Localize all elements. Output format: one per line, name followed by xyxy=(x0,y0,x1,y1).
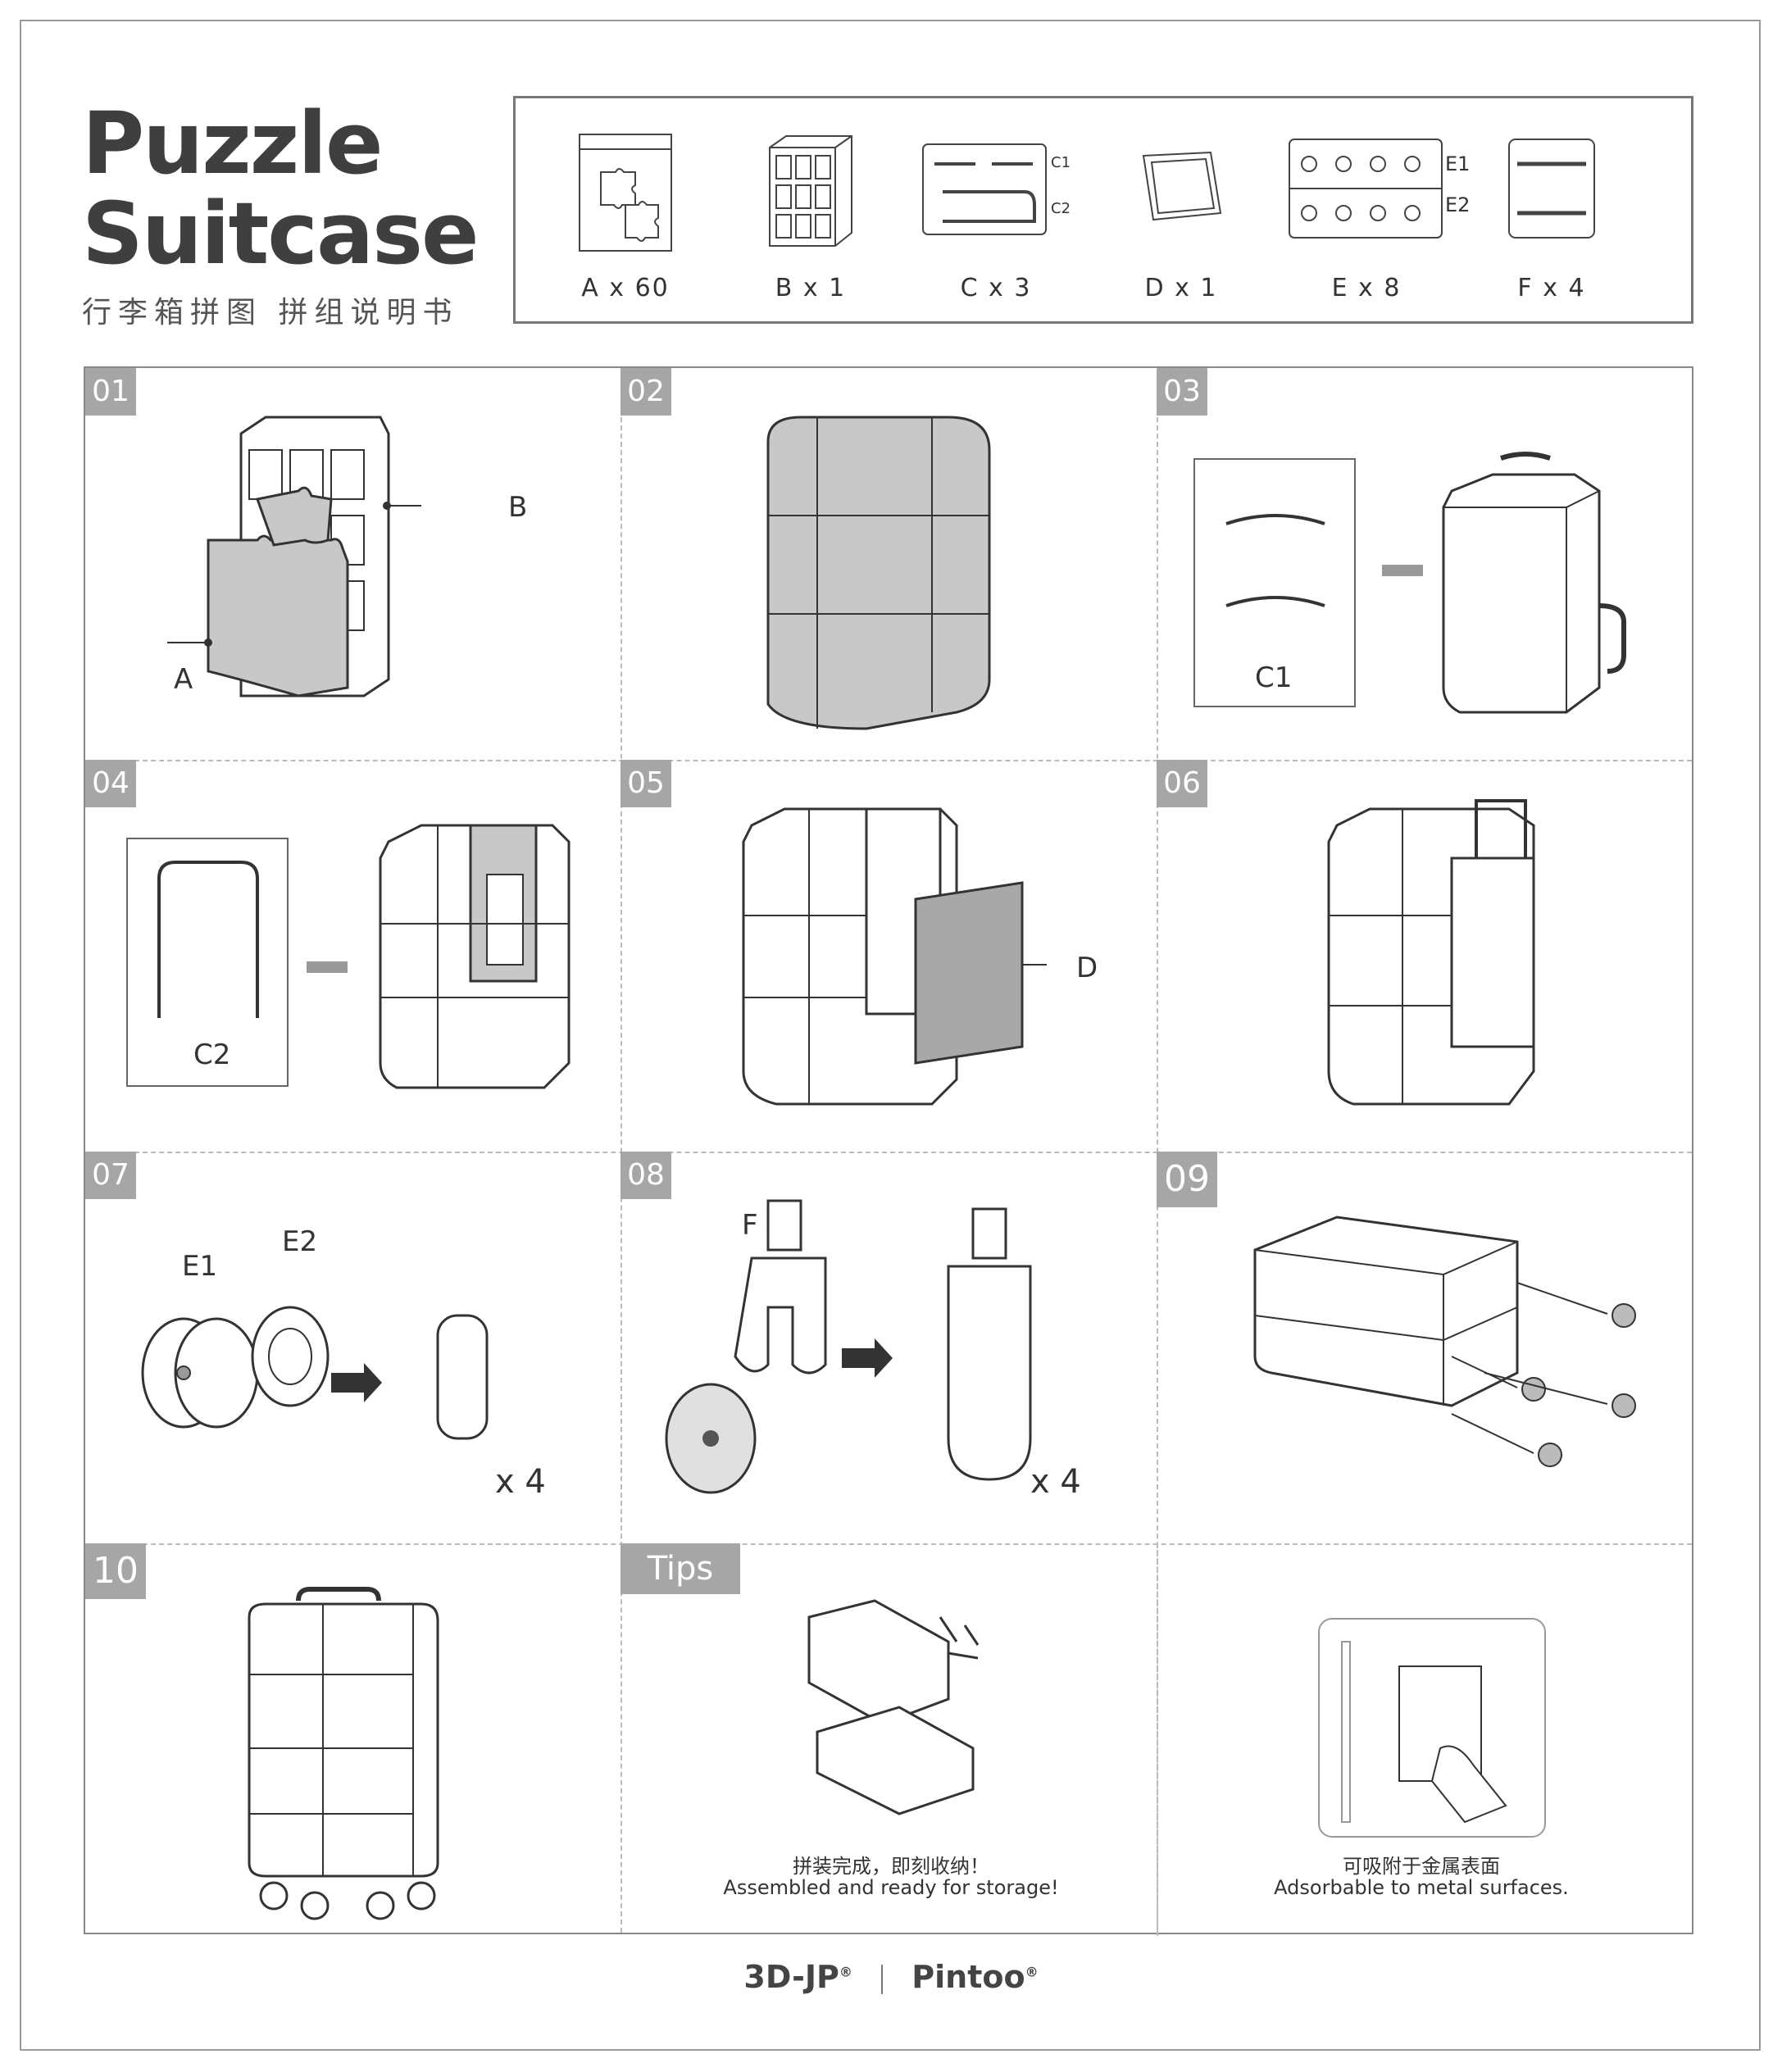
step-01: 01 A B xyxy=(85,368,621,760)
arrow-icon xyxy=(307,961,348,973)
tips-section: Tips 拼装完成，即刻收纳！ Assembled and ready for … xyxy=(621,1543,1695,1936)
step-09: 09 xyxy=(1157,1152,1695,1543)
step-06-illustration xyxy=(1327,799,1535,1106)
callout-d: D xyxy=(1076,952,1098,984)
c2-handle-inset xyxy=(126,838,289,1087)
callout-f: F xyxy=(742,1209,758,1242)
step-04: 04 C2 xyxy=(85,760,621,1152)
step-03-illustration xyxy=(1442,452,1626,714)
step-05: 05 D xyxy=(621,760,1157,1152)
divider xyxy=(85,1543,1692,1545)
step-number: 05 xyxy=(621,760,671,807)
registered-mark: ® xyxy=(839,1964,852,1980)
step-07-illustration xyxy=(141,1306,489,1440)
part-e2-text: E2 xyxy=(1445,193,1470,216)
wheels-sprue-icon: E1 E2 xyxy=(1289,139,1470,239)
casters-sprue-icon xyxy=(1508,139,1595,239)
step-06: 06 xyxy=(1157,760,1695,1152)
divider xyxy=(85,760,1692,761)
tip-1-zh: 拼装完成，即刻收纳！ xyxy=(793,1855,989,1878)
tip-2-zh: 可吸附于金属表面 xyxy=(1343,1855,1500,1878)
storage-illustration xyxy=(807,1599,980,1815)
part-d: D x 1 xyxy=(1099,131,1263,302)
callout-c2: C2 xyxy=(193,1038,231,1071)
divider xyxy=(621,368,622,1933)
callout-e1: E1 xyxy=(182,1250,218,1283)
step-number: 03 xyxy=(1157,368,1207,416)
divider xyxy=(85,1152,1692,1153)
part-a-label: A x 60 xyxy=(581,274,670,302)
part-c-label: C x 3 xyxy=(960,274,1032,302)
multiplier: x 4 xyxy=(495,1463,546,1501)
panel-tray-icon xyxy=(1142,151,1222,221)
step-04-illustration xyxy=(379,824,571,1089)
tips-label: Tips xyxy=(621,1543,740,1594)
step-number: 08 xyxy=(621,1152,671,1199)
tip-1-en: Assembled and ready for storage! xyxy=(723,1876,1059,1899)
arrow-icon xyxy=(1382,565,1423,576)
step-number: 07 xyxy=(85,1152,136,1199)
step-number: 06 xyxy=(1157,760,1207,807)
page-frame xyxy=(20,20,1761,2051)
metal-surface-illustration xyxy=(1318,1618,1546,1838)
step-09-illustration xyxy=(1253,1215,1636,1467)
part-e1-text: E1 xyxy=(1445,152,1470,175)
title-block: Puzzle Suitcase 行李箱拼图 拼组说明书 xyxy=(82,98,492,331)
puzzle-pieces-bag-icon xyxy=(579,134,672,252)
part-e-label: E x 8 xyxy=(1331,274,1402,302)
subtitle: 行李箱拼图 拼组说明书 xyxy=(82,296,459,329)
divider xyxy=(1157,1543,1158,1936)
step-number: 01 xyxy=(85,368,136,416)
c1-handles-inset xyxy=(1193,458,1356,707)
step-10: 10 xyxy=(85,1543,621,1936)
step-02: 02 xyxy=(621,368,1157,760)
step-02-illustration xyxy=(766,416,991,730)
frame-box-icon xyxy=(769,135,852,247)
parts-list: A x 60 B x 1 C1 C2 C x 3 D x 1 xyxy=(513,96,1693,324)
callout-b: B xyxy=(508,491,528,524)
title-line-1: Puzzle xyxy=(82,93,384,193)
callout-c1: C1 xyxy=(1255,661,1293,694)
part-f-label: F x 4 xyxy=(1517,274,1586,302)
callout-e2: E2 xyxy=(282,1225,318,1258)
part-c: C1 C2 C x 3 xyxy=(914,131,1078,302)
step-07: 07 E1 E2 x 4 xyxy=(85,1152,621,1543)
step-01-illustration xyxy=(167,416,421,697)
step-number: 09 xyxy=(1157,1152,1217,1207)
step-08: 08 F x 4 xyxy=(621,1152,1157,1543)
tip-2-en: Adsorbable to metal surfaces. xyxy=(1274,1876,1569,1899)
brand-3djp: 3D-JP xyxy=(743,1959,839,1995)
part-c1-text: C1 xyxy=(1051,154,1071,171)
registered-mark: ® xyxy=(1025,1964,1039,1980)
steps-grid: 01 A B 02 03 C xyxy=(84,366,1695,1936)
step-10-illustration xyxy=(248,1587,439,1920)
brand-divider xyxy=(881,1964,884,1994)
callout-a: A xyxy=(174,663,193,696)
step-number: 02 xyxy=(621,368,671,416)
part-d-label: D x 1 xyxy=(1144,274,1218,302)
part-e: E1 E2 E x 8 xyxy=(1284,131,1470,302)
brand-pintoo: Pintoo xyxy=(911,1959,1025,1995)
part-f: F x 4 xyxy=(1470,131,1634,302)
step-number: 04 xyxy=(85,760,136,807)
part-c2-text: C2 xyxy=(1051,200,1071,217)
step-number: 10 xyxy=(85,1543,146,1599)
handles-sprue-icon: C1 C2 xyxy=(922,143,1071,235)
part-b-label: B x 1 xyxy=(775,274,847,302)
part-b: B x 1 xyxy=(729,131,893,302)
step-05-illustration xyxy=(742,807,1047,1106)
brand-footer: 3D-JP® Pintoo® xyxy=(0,1959,1782,1995)
multiplier: x 4 xyxy=(1030,1463,1081,1501)
divider xyxy=(1157,368,1158,1933)
step-08-illustration xyxy=(665,1199,1032,1494)
title-line-2: Suitcase xyxy=(82,184,480,284)
step-03: 03 C1 xyxy=(1157,368,1695,760)
part-a: A x 60 xyxy=(543,131,707,302)
